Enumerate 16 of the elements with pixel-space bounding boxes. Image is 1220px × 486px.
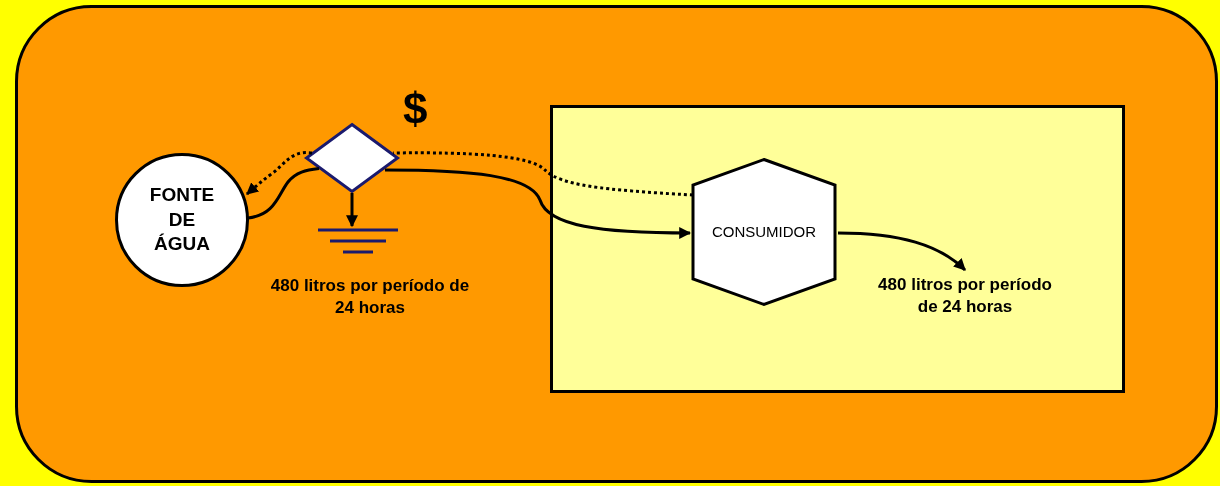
heat-sink-symbol (318, 228, 398, 254)
arrow (837, 231, 966, 272)
money-sign: $ (403, 87, 428, 131)
flow-line (247, 167, 320, 220)
node-label: FONTE DE ÁGUA (148, 182, 216, 257)
flow-quantity-note: 480 litros por período de 24 horas (270, 275, 470, 319)
node-label: CONSUMIDOR (711, 222, 817, 242)
dotted-line (393, 151, 694, 197)
dotted-arrow (246, 151, 313, 196)
source-circle (115, 153, 249, 287)
consumer-hexagon (690, 158, 838, 306)
arrow (385, 168, 692, 239)
system-boundary (15, 5, 1218, 483)
arrow (346, 193, 358, 228)
consumer-area (550, 105, 1125, 393)
node-label: 480 litros por período de 24 horas (877, 273, 1053, 318)
